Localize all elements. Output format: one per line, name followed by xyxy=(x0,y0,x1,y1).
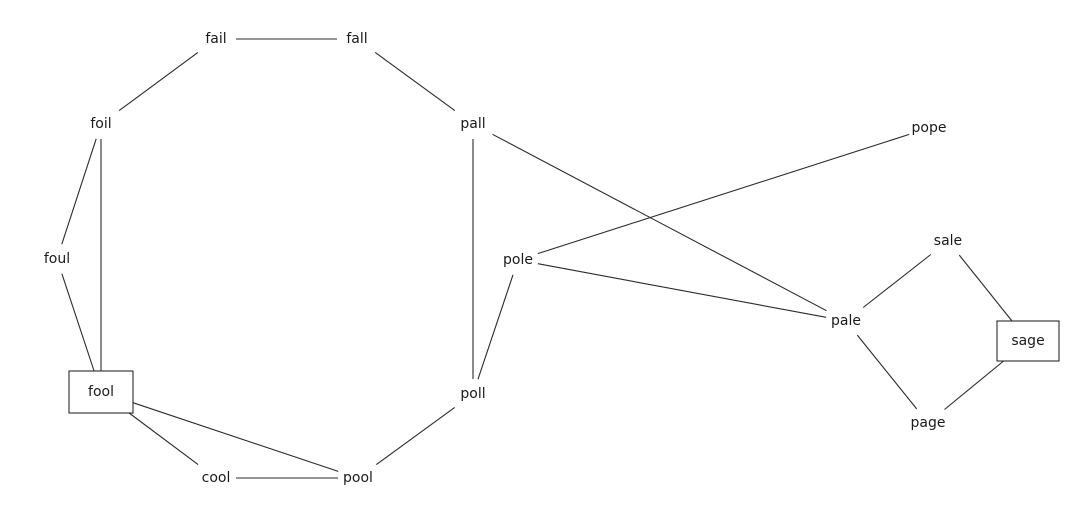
node-label-fool: fool xyxy=(88,384,114,400)
node-cool: cool xyxy=(202,470,231,486)
edge-fail-foil xyxy=(118,51,199,112)
node-foul: foul xyxy=(44,251,70,267)
node-pool: pool xyxy=(343,470,373,486)
node-sale: sale xyxy=(934,233,962,249)
node-pall: pall xyxy=(460,116,485,132)
node-label-foil: foil xyxy=(90,116,111,132)
edges-layer xyxy=(61,38,1013,479)
node-page: page xyxy=(911,415,946,431)
edge-foul-fool xyxy=(61,273,95,372)
node-label-pool: pool xyxy=(343,470,373,486)
node-foil: foil xyxy=(90,116,111,132)
node-fool: fool xyxy=(68,370,134,414)
edge-pool-poll xyxy=(375,406,456,466)
edge-foil-foul xyxy=(61,138,97,245)
node-label-cool: cool xyxy=(202,470,231,486)
edge-sale-sage xyxy=(958,254,1013,322)
edge-pole-pope xyxy=(537,133,910,255)
edge-fool-pool xyxy=(132,402,339,472)
node-label-pole: pole xyxy=(503,252,533,268)
node-pope: pope xyxy=(912,120,947,136)
node-pole: pole xyxy=(503,252,533,268)
node-fall: fall xyxy=(346,31,367,47)
node-label-pall: pall xyxy=(460,116,485,132)
node-poll: poll xyxy=(460,386,485,402)
node-label-sage: sage xyxy=(1011,333,1044,349)
edge-pale-sale xyxy=(862,254,932,308)
edge-fool-cool xyxy=(128,412,199,466)
edge-pale-page xyxy=(856,334,918,410)
node-label-sale: sale xyxy=(934,233,962,249)
node-label-page: page xyxy=(911,415,946,431)
node-sage: sage xyxy=(996,320,1060,362)
edge-pole-pale xyxy=(537,263,827,318)
node-label-foul: foul xyxy=(44,251,70,267)
node-label-pope: pope xyxy=(912,120,947,136)
edge-poll-pole xyxy=(477,274,514,380)
node-box-fool xyxy=(68,370,134,414)
edge-fall-pall xyxy=(374,51,456,112)
node-fail: fail xyxy=(205,31,226,47)
node-pale: pale xyxy=(831,313,861,329)
node-label-fall: fall xyxy=(346,31,367,47)
edge-pall-pale xyxy=(492,133,827,312)
nodes-layer: fail fall foil pall pope foul pole sale pale sage… xyxy=(44,31,1060,486)
node-box-sage xyxy=(996,320,1060,362)
node-label-pale: pale xyxy=(831,313,861,329)
edge-page-sage xyxy=(944,360,1004,410)
node-label-fail: fail xyxy=(205,31,226,47)
node-label-poll: poll xyxy=(460,386,485,402)
